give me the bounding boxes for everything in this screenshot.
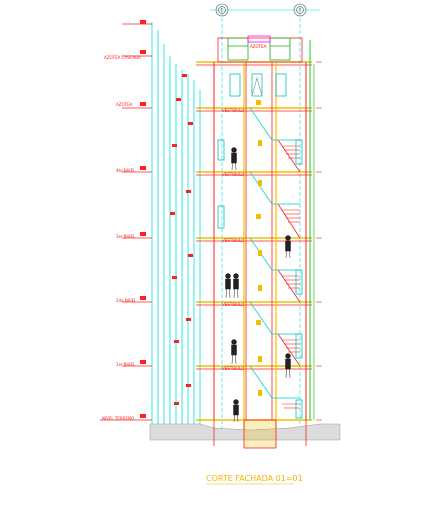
level-markers — [100, 23, 152, 421]
level-label-nivel-terreno: NIVEL TERRENO — [102, 416, 134, 421]
grid-axis-1: 1 — [221, 8, 224, 13]
stair-flights — [249, 107, 301, 399]
human-figures — [225, 147, 291, 423]
ground-foundation — [149, 419, 341, 449]
level-labels: AZOTEA CASCADA AZOTEA 4to.NIVEL 3er.NIVE… — [102, 55, 141, 421]
level-label-1er-nivel: 1er.NIVEL — [116, 362, 136, 367]
roof-cabins — [227, 35, 291, 61]
room-labels: VESTIBULO VESTIBULO VESTIBULO VESTIBULO … — [222, 108, 244, 371]
dimension-lines-left — [151, 22, 201, 432]
level-label-3er-nivel: 3er.NIVEL — [116, 234, 136, 239]
room-label-vestibulo-5: VESTIBULO — [222, 366, 244, 371]
person-figure — [231, 147, 237, 171]
door-elements — [217, 139, 303, 419]
building-outline — [213, 37, 315, 440]
level-label-2do-nivel: 2do.NIVEL — [116, 298, 137, 303]
slab-red-edges — [196, 64, 312, 370]
person-figure — [233, 273, 239, 299]
room-label-azotea: AZOTEA — [250, 44, 267, 49]
room-label-vestibulo-4: VESTIBULO — [222, 302, 244, 307]
level-label-4to-nivel: 4to.NIVEL — [116, 168, 136, 173]
top-openings — [229, 73, 287, 97]
person-figure — [233, 399, 239, 423]
level-label-azotea-cascada: AZOTEA CASCADA — [104, 55, 141, 60]
drawing-title: CORTE FACHADA 01=01 — [206, 474, 303, 483]
person-figure — [285, 235, 291, 259]
elevation-tags — [140, 20, 193, 418]
person-figure — [285, 353, 291, 379]
room-label-vestibulo-2: VESTIBULO — [222, 172, 244, 177]
person-figure — [225, 273, 231, 299]
person-figure — [231, 339, 237, 365]
grid-axis-2: 2 — [299, 8, 302, 13]
central-column-marks — [256, 100, 262, 396]
stair-treads — [282, 145, 300, 409]
grid-axis-bubbles: 1 2 — [210, 3, 320, 440]
room-label-vestibulo-1: VESTIBULO — [222, 108, 244, 113]
dimension-ticks-right — [316, 61, 322, 421]
level-label-azotea: AZOTEA — [116, 102, 133, 107]
room-label-vestibulo-3: VESTIBULO — [222, 238, 244, 243]
